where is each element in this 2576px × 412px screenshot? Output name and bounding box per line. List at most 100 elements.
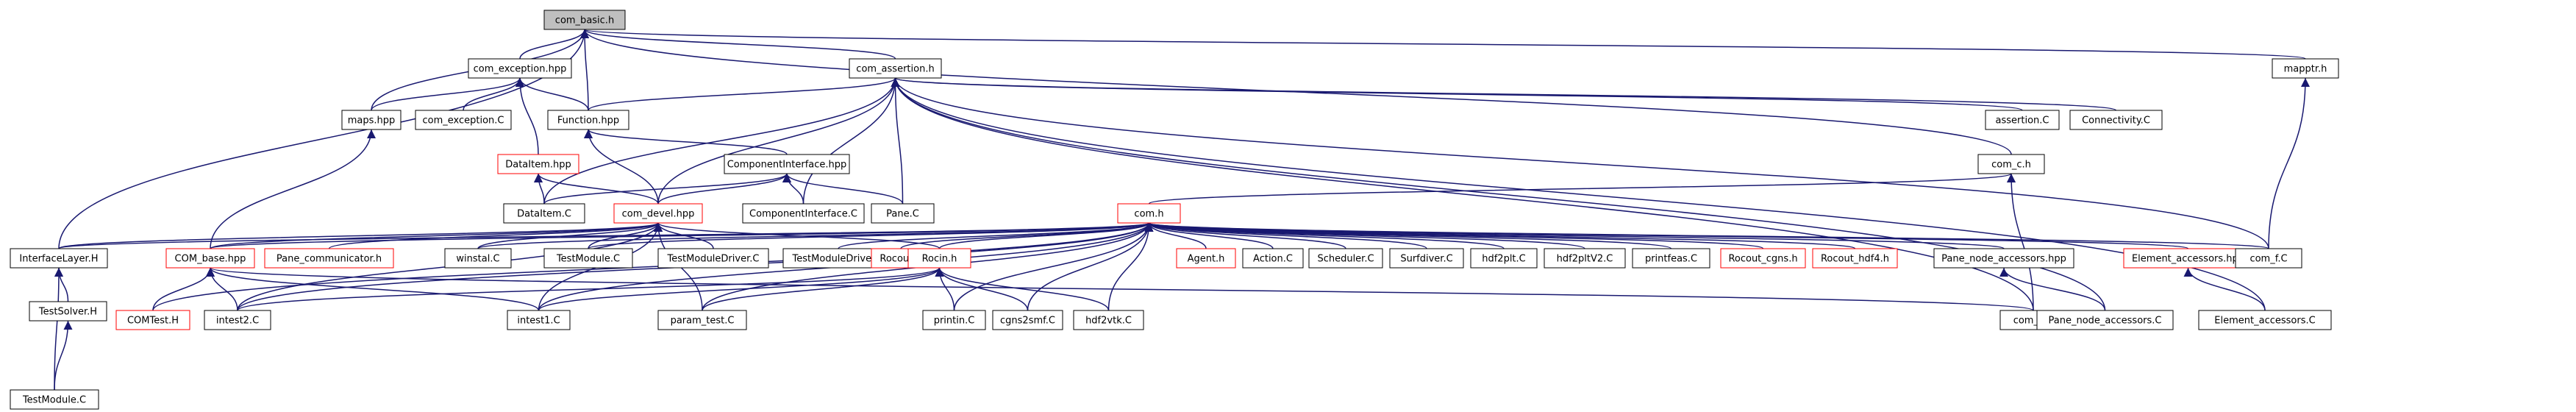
edge-TestSolver_H-to-InterfaceLayer_H xyxy=(54,267,69,302)
node-Agent_h[interactable]: Agent.h xyxy=(1176,248,1236,269)
node-Rocout_hdf4_h[interactable]: Rocout_hdf4.h xyxy=(1812,248,1898,269)
node-winstal_C[interactable]: winstal.C xyxy=(444,248,512,269)
node-COM_base_hpp[interactable]: COM_base.hpp xyxy=(165,248,255,269)
node-InterfaceLayer_H[interactable]: InterfaceLayer.H xyxy=(10,248,108,269)
node-TestModuleDriver_C[interactable]: TestModuleDriver.C xyxy=(657,248,769,269)
node-com_assertion_h[interactable]: com_assertion.h xyxy=(849,58,942,79)
edge-com_c_C-to-COM_base_hpp xyxy=(207,267,2034,311)
node-maps_hpp[interactable]: maps.hpp xyxy=(341,110,402,130)
node-Scheduler_C[interactable]: Scheduler.C xyxy=(1308,248,1383,269)
node-assertion_C[interactable]: assertion.C xyxy=(1985,110,2060,130)
node-label-COMTest_H: COMTest.H xyxy=(127,316,179,327)
node-Surfdiver_C[interactable]: Surfdiver.C xyxy=(1389,248,1464,269)
node-DataItem_hpp[interactable]: DataItem.hpp xyxy=(497,154,579,174)
edge-Action_C-to-com_h xyxy=(1144,222,1274,249)
node-Action_C[interactable]: Action.C xyxy=(1242,248,1304,269)
node-label-Surfdiver_C: Surfdiver.C xyxy=(1400,254,1452,265)
edge-Element_accessors_C-to-Element_accessors_hpp xyxy=(2183,267,2266,311)
node-label-assertion_C: assertion.C xyxy=(1996,116,2049,127)
node-label-Pane_node_accessors_hpp: Pane_node_accessors.hpp xyxy=(1941,254,2066,265)
node-box-hdf2plt_C xyxy=(1470,248,1538,269)
node-Pane_C[interactable]: Pane.C xyxy=(871,203,935,224)
edge-COMTest_H-to-com_h xyxy=(152,222,1154,311)
node-COMTest_H[interactable]: COMTest.H xyxy=(115,310,190,330)
node-Element_accessors_hpp[interactable]: Element_accessors.hpp xyxy=(2123,248,2253,269)
edge-Scheduler_C-to-com_h xyxy=(1144,222,1346,249)
node-label-com_assertion_h: com_assertion.h xyxy=(856,64,934,75)
node-com_exception_C[interactable]: com_exception.C xyxy=(415,110,512,130)
node-box-Pane_C xyxy=(871,203,935,224)
node-box-Rocout_hdf4_h xyxy=(1812,248,1898,269)
node-cgns2smf_C[interactable]: cgns2smf.C xyxy=(992,310,1063,330)
edge-Function_hpp-to-com_basic_h xyxy=(580,29,590,111)
edge-assertion_C-to-com_assertion_h xyxy=(891,77,2023,111)
node-box-intest2_C xyxy=(204,310,271,330)
node-printfeas_C[interactable]: printfeas.C xyxy=(1632,248,1710,269)
node-box-mapptr_h xyxy=(2272,58,2339,79)
node-label-com_h: com.h xyxy=(1134,209,1163,220)
node-Element_accessors_C[interactable]: Element_accessors.C xyxy=(2198,310,2332,330)
edge-com_devel_hpp-to-DataItem_hpp xyxy=(534,173,659,205)
node-box-Agent_h xyxy=(1176,248,1236,269)
node-DataItem_C[interactable]: DataItem.C xyxy=(503,203,585,224)
edge-TestModule_C_bottom-to-TestSolver_H xyxy=(54,320,73,391)
node-ComponentInterface_hpp[interactable]: ComponentInterface.hpp xyxy=(724,154,850,174)
node-TestModule_C_mid[interactable]: TestModule.C xyxy=(543,248,633,269)
node-Function_hpp[interactable]: Function.hpp xyxy=(547,110,629,130)
node-com_exception_hpp[interactable]: com_exception.hpp xyxy=(468,58,572,79)
edge-com_assertion_h-to-com_basic_h xyxy=(580,29,896,60)
edge-COM_base_hpp-to-maps_hpp xyxy=(210,129,376,249)
node-box-ComponentInterface_hpp xyxy=(724,154,850,174)
node-box-winstal_C xyxy=(444,248,512,269)
node-box-com_devel_hpp xyxy=(613,203,703,224)
node-label-Action_C: Action.C xyxy=(1253,254,1293,265)
node-box-Pane_node_accessors_C xyxy=(2036,310,2174,330)
node-box-Rocout_cgns_h xyxy=(1720,248,1806,269)
node-printin_C[interactable]: printin.C xyxy=(922,310,986,330)
node-Rocout_cgns_h[interactable]: Rocout_cgns.h xyxy=(1720,248,1806,269)
node-label-Agent_h: Agent.h xyxy=(1188,254,1225,265)
edge-maps_hpp-to-com_exception_hpp xyxy=(371,77,524,111)
node-com_f_C[interactable]: com_f.C xyxy=(2235,248,2302,269)
edge-Element_accessors_C-to-com_assertion_h xyxy=(891,77,2266,311)
node-com_devel_hpp[interactable]: com_devel.hpp xyxy=(613,203,703,224)
node-mapptr_h[interactable]: mapptr.h xyxy=(2272,58,2339,79)
node-Connectivity_C[interactable]: Connectivity.C xyxy=(2069,110,2163,130)
node-hdf2vtk_C[interactable]: hdf2vtk.C xyxy=(1073,310,1144,330)
edge-com_devel_hpp-to-com_assertion_h xyxy=(657,77,900,205)
edge-com_devel_hpp-to-ComponentInterface_hpp xyxy=(657,173,791,205)
node-label-hdf2vtk_C: hdf2vtk.C xyxy=(1085,316,1132,327)
node-box-Connectivity_C xyxy=(2069,110,2163,130)
edge-TestModule_C_mid-to-com_h xyxy=(588,222,1153,249)
edge-ComponentInterface_C-to-com_assertion_h xyxy=(802,77,900,205)
node-ComponentInterface_C[interactable]: ComponentInterface.C xyxy=(742,203,865,224)
node-Pane_node_accessors_hpp[interactable]: Pane_node_accessors.hpp xyxy=(1933,248,2074,269)
node-intest1_C[interactable]: intest1.C xyxy=(507,310,571,330)
edge-ComponentInterface_hpp-to-Function_hpp xyxy=(584,129,788,155)
node-TestSolver_H[interactable]: TestSolver.H xyxy=(29,301,107,322)
edge-param_test_C-to-Rocin_h xyxy=(702,267,944,311)
node-label-Rocout_cgns_h: Rocout_cgns.h xyxy=(1728,254,1797,265)
node-Pane_communicator_h[interactable]: Pane_communicator.h xyxy=(264,248,394,269)
node-box-com_exception_hpp xyxy=(468,58,572,79)
node-label-Element_accessors_hpp: Element_accessors.hpp xyxy=(2132,254,2244,265)
node-Pane_node_accessors_C[interactable]: Pane_node_accessors.C xyxy=(2036,310,2174,330)
edge-com_f_C-to-mapptr_h xyxy=(2268,77,2310,249)
node-TestModule_C_bottom[interactable]: TestModule.C xyxy=(10,389,99,410)
node-box-Surfdiver_C xyxy=(1389,248,1464,269)
node-hdf2pltV2_C[interactable]: hdf2pltV2.C xyxy=(1544,248,1626,269)
node-box-Scheduler_C xyxy=(1308,248,1383,269)
edge-hdf2vtk_C-to-Rocin_h xyxy=(935,267,1110,311)
node-box-Pane_node_accessors_hpp xyxy=(1933,248,2074,269)
node-com_h[interactable]: com.h xyxy=(1117,203,1181,224)
node-hdf2plt_C[interactable]: hdf2plt.C xyxy=(1470,248,1538,269)
node-box-maps_hpp xyxy=(341,110,402,130)
edge-cgns2smf_C-to-Rocin_h xyxy=(935,267,1029,311)
edge-Rocin_h-to-com_h xyxy=(938,222,1154,249)
node-intest2_C[interactable]: intest2.C xyxy=(204,310,271,330)
node-com_basic_h[interactable]: com_basic.h xyxy=(543,10,626,30)
node-Rocin_h[interactable]: Rocin.h xyxy=(907,248,971,269)
node-param_test_C[interactable]: param_test.C xyxy=(657,310,747,330)
edge-DataItem_hpp-to-com_exception_hpp xyxy=(515,77,539,155)
node-com_c_h[interactable]: com_c.h xyxy=(1977,154,2045,174)
